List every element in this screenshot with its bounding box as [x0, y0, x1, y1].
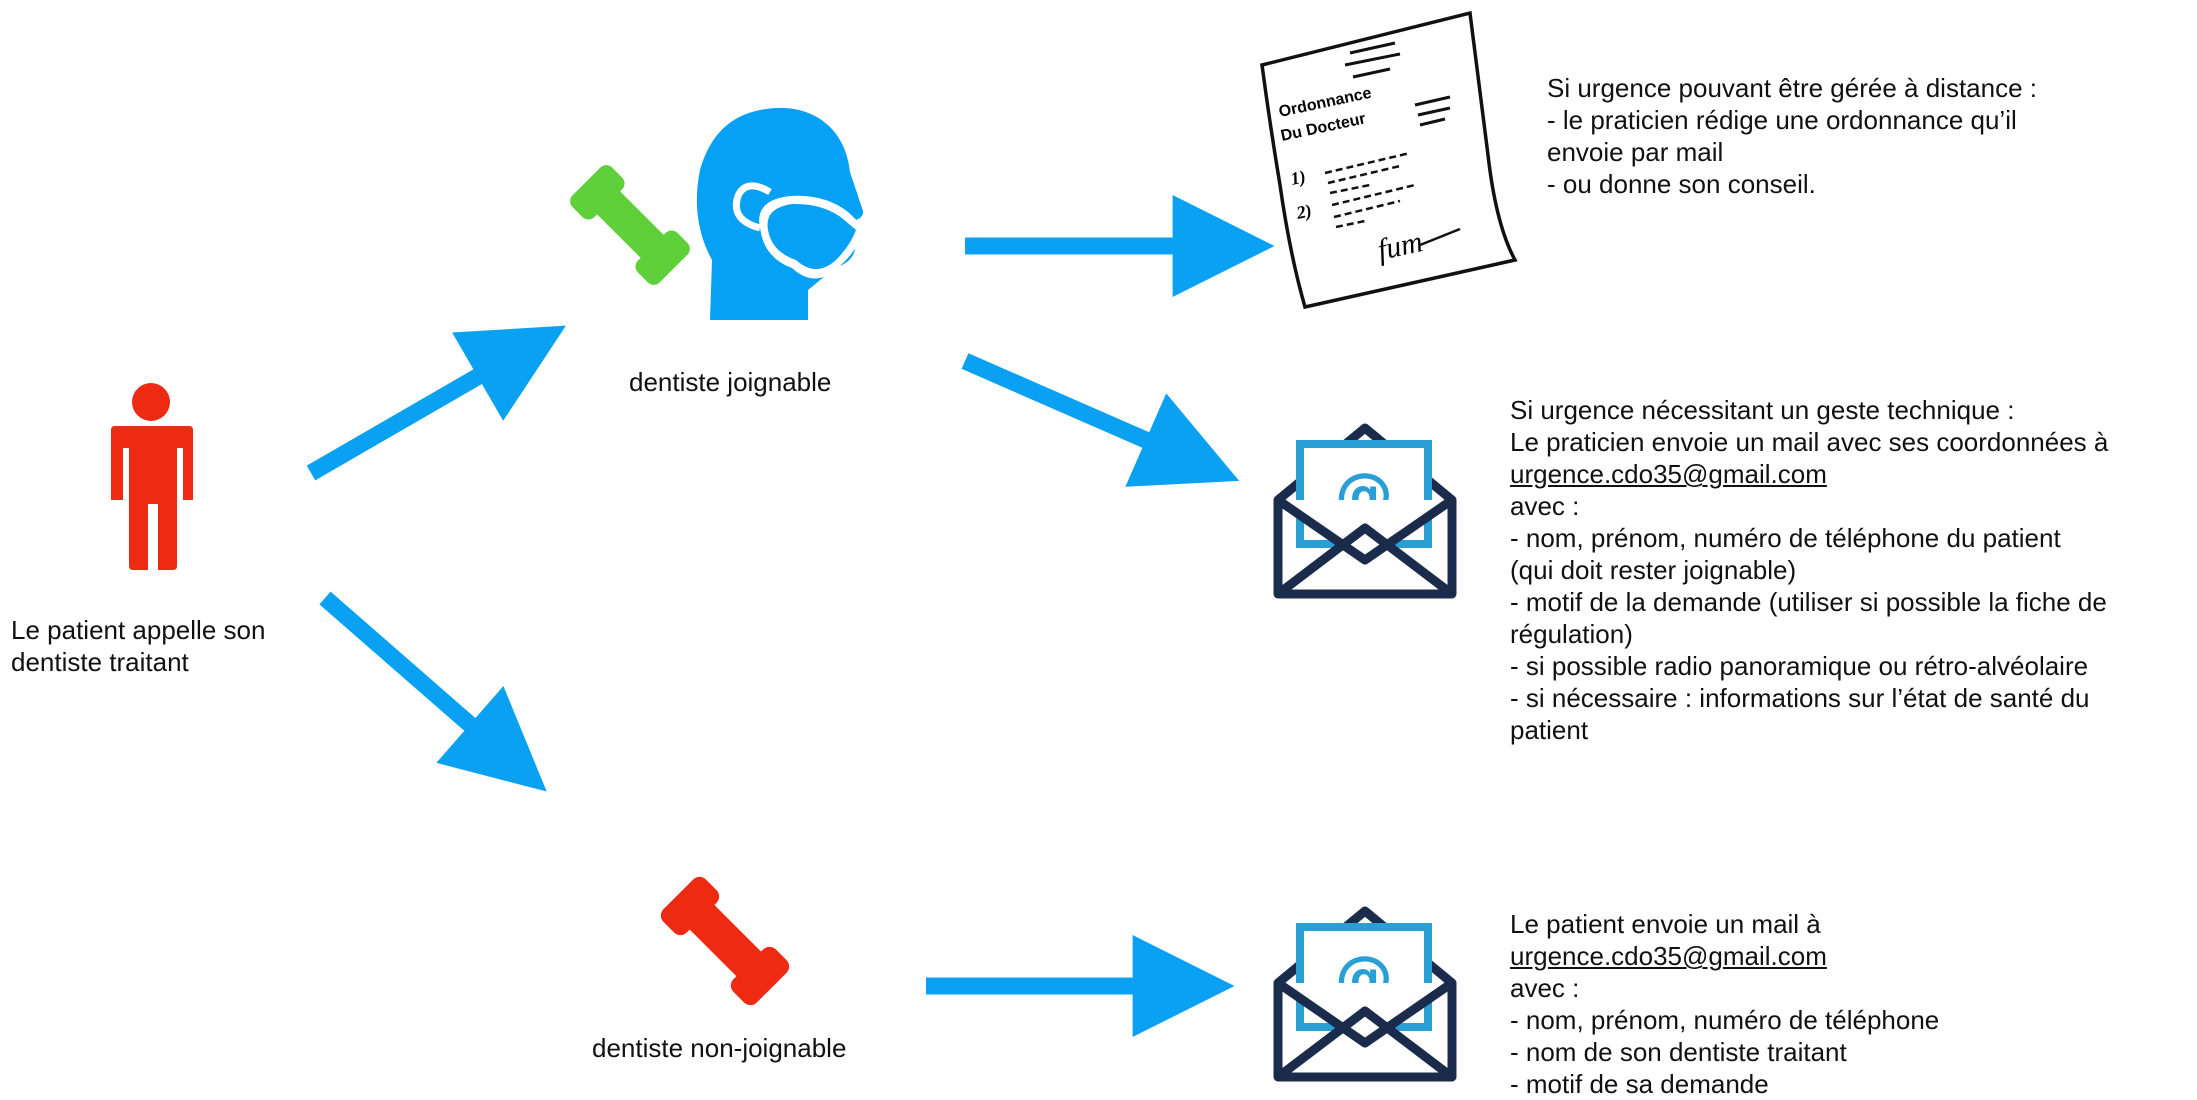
arrow-reachable-to-technical-mail: [961, 353, 1240, 487]
technical-case-rest4: - motif de la demande (utiliser si possi…: [1510, 587, 2107, 617]
remote-case-line2: - le praticien rédige une ordonnance qu’…: [1547, 105, 2017, 135]
prescription-document-icon: Ordonnance Du Docteur 1) 2) fum: [1260, 10, 1518, 310]
arrow-patient-to-reachable: [306, 325, 566, 481]
person-icon: [111, 383, 193, 570]
technical-case-rest2: - nom, prénom, numéro de téléphone du pa…: [1510, 523, 2061, 553]
technical-case-line2: Le praticien envoie un mail avec ses coo…: [1510, 427, 2109, 457]
phone-icon: [570, 165, 690, 285]
patient-mail-rest3: - nom de son dentiste traitant: [1510, 1037, 1847, 1067]
arrow-patient-to-unreachable: [319, 591, 547, 792]
remote-case-line1: Si urgence pouvant être gérée à distance…: [1547, 73, 2037, 103]
patient-mail-rest2: - nom, prénom, numéro de téléphone: [1510, 1005, 1940, 1035]
email-envelope-icon: @: [1273, 423, 1457, 599]
masked-head-icon: [696, 107, 865, 320]
patient-label-line2: dentiste traitant: [11, 647, 189, 677]
technical-case-rest3: (qui doit rester joignable): [1510, 555, 1797, 585]
phone-icon: [660, 876, 790, 1006]
patient-mail-rest1: avec :: [1510, 973, 1580, 1003]
email-envelope-icon: @: [1273, 906, 1457, 1082]
technical-case-email-link[interactable]: urgence.cdo35@gmail.com: [1510, 459, 1827, 489]
technical-case-rest1: avec :: [1510, 491, 1580, 521]
technical-case-rest8: patient: [1510, 715, 1589, 745]
patient-mail-email-link[interactable]: urgence.cdo35@gmail.com: [1510, 941, 1827, 971]
technical-case-rest5: régulation): [1510, 619, 1633, 649]
technical-case-rest7: - si nécessaire : informations sur l’éta…: [1510, 683, 2090, 713]
unreachable-label: dentiste non-joignable: [592, 1033, 847, 1063]
remote-case-line3: envoie par mail: [1547, 137, 1724, 167]
patient-label-line1: Le patient appelle son: [11, 615, 266, 645]
remote-case-line4: - ou donne son conseil.: [1547, 169, 1816, 199]
prescription-item2: 2): [1294, 200, 1314, 224]
patient-mail-line1: Le patient envoie un mail à: [1510, 909, 1821, 939]
patient-mail-rest4: - motif de sa demande: [1510, 1069, 1769, 1099]
technical-case-line1: Si urgence nécessitant un geste techniqu…: [1510, 395, 2015, 425]
prescription-item1: 1): [1289, 166, 1308, 190]
reachable-label: dentiste joignable: [629, 367, 832, 397]
technical-case-rest6: - si possible radio panoramique ou rétro…: [1510, 651, 2089, 681]
